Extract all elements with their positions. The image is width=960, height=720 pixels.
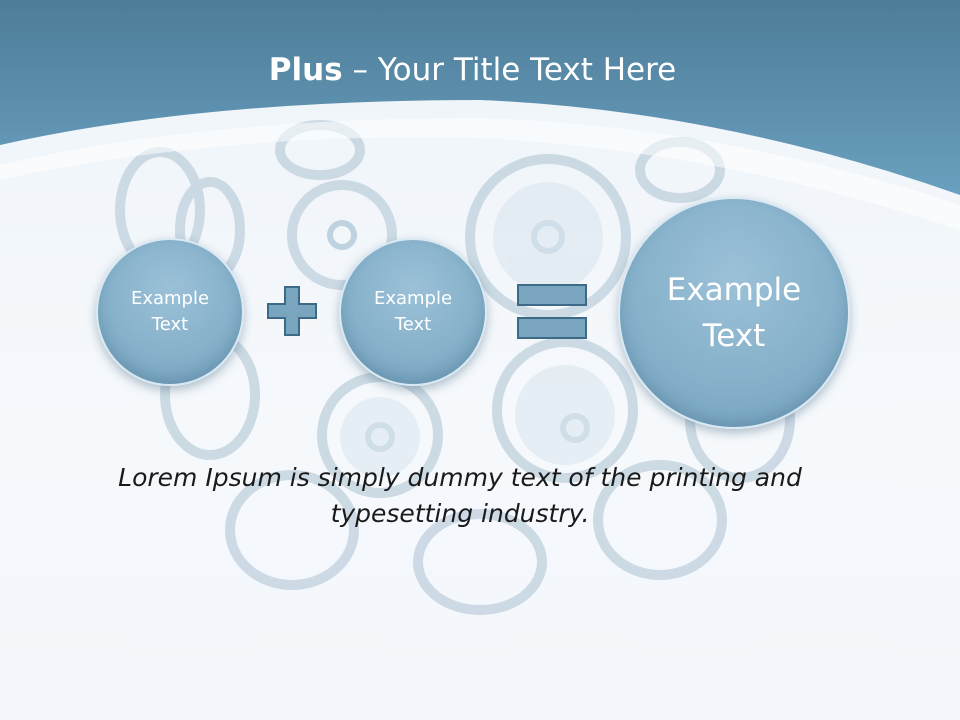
header-band (0, 0, 960, 230)
circle-left: Example Text (96, 238, 244, 386)
circle-middle: Example Text (339, 238, 487, 386)
body-text: Lorem Ipsum is simply dummy text of the … (118, 463, 802, 529)
circle-left-line2: Text (151, 314, 189, 335)
circle-result-line2: Text (702, 318, 766, 354)
slide-title: Plus – Your Title Text Here (0, 52, 945, 88)
circle-left-line1: Example (130, 287, 210, 309)
circle-middle-line1: Example (373, 287, 453, 309)
title-rest: – Your Title Text Here (342, 52, 677, 88)
plus-icon (267, 286, 317, 336)
circle-result: Example Text (618, 197, 850, 429)
circle-middle-line2: Text (394, 314, 432, 335)
title-bold: Plus (268, 52, 343, 88)
circle-result-line1: Example (666, 271, 802, 308)
equals-icon (517, 284, 587, 339)
